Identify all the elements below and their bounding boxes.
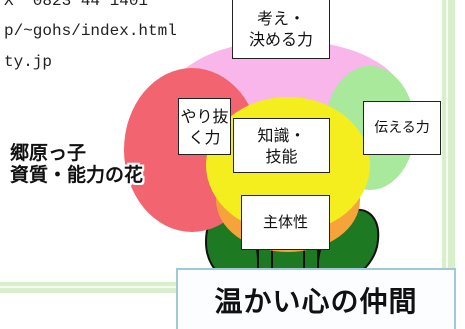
label-knowledge-skill: 知識・ 技能 bbox=[233, 118, 330, 173]
label-communicate-text: 伝える力 bbox=[374, 119, 430, 136]
flower-caption: 郷原っ子 資質・能力の花 bbox=[10, 142, 143, 186]
label-perseverance-line2: く力 bbox=[188, 127, 221, 147]
label-think-decide-line1: 考え・ bbox=[256, 8, 305, 28]
label-knowledge-skill-line2: 技能 bbox=[265, 146, 298, 166]
warm-heart-banner-text: 温かい心の仲間 bbox=[214, 285, 418, 318]
label-autonomy: 主体性 bbox=[241, 195, 330, 250]
label-autonomy-text: 主体性 bbox=[262, 213, 308, 231]
flower-caption-line1: 郷原っ子 bbox=[10, 142, 87, 164]
label-think-decide-line2: 決める力 bbox=[248, 29, 313, 49]
website-domain: ty.jp bbox=[4, 53, 53, 71]
frame-right-bar bbox=[442, 0, 455, 290]
website-url: p/~gohs/index.html bbox=[4, 22, 177, 40]
warm-heart-banner: 温かい心の仲間 bbox=[176, 268, 456, 329]
fax-number: X 0823 44 1401 bbox=[4, 0, 149, 10]
flower-caption-line2: 資質・能力の花 bbox=[10, 164, 144, 186]
label-perseverance: やり抜 く力 bbox=[178, 98, 231, 155]
label-knowledge-skill-line1: 知識・ bbox=[257, 125, 306, 145]
label-think-decide: 考え・ 決める力 bbox=[232, 0, 330, 59]
label-perseverance-line1: やり抜 bbox=[180, 106, 229, 126]
label-communicate: 伝える力 bbox=[363, 101, 441, 155]
